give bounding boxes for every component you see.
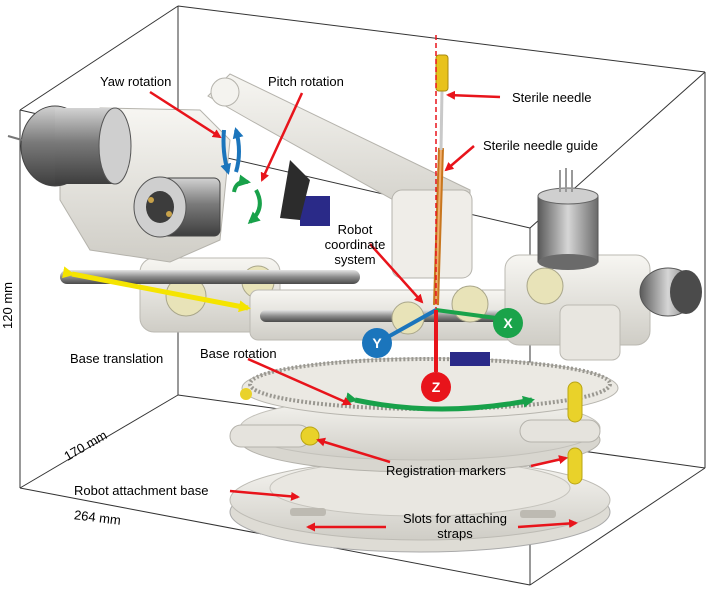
slots-for-attaching-straps-label: Slots for attaching straps — [402, 511, 508, 541]
pitch-motor — [133, 176, 221, 238]
base-rotation-arrow — [344, 392, 535, 412]
base-rotation-label: Base rotation — [200, 346, 277, 361]
base-translation-label: Base translation — [70, 351, 164, 366]
base-translation-arrow — [62, 266, 251, 313]
robot-attachment-base-label: Robot attachment base — [74, 483, 209, 498]
robot-attachment-base — [229, 459, 611, 553]
z-axis-badge: Z — [421, 372, 451, 402]
height-dimension-label: 120 mm — [0, 282, 15, 329]
yaw-rotation-arrow — [220, 127, 244, 175]
rotation-stage — [229, 357, 619, 473]
pitch-rotation-label: Pitch rotation — [268, 74, 344, 89]
robot-coordinate-system-label: Robot coordinate system — [324, 222, 386, 267]
registration-markers-label: Registration markers — [386, 463, 506, 478]
left-motor — [7, 105, 132, 187]
sterile-needle-label: Sterile needle — [512, 90, 592, 105]
x-axis-badge: X — [493, 308, 523, 338]
y-axis-badge: Y — [362, 328, 392, 358]
registration-markers — [240, 381, 583, 485]
sterile-needle-guide-label: Sterile needle guide — [483, 138, 598, 153]
coordinate-axes — [385, 308, 497, 372]
yaw-rotation-label: Yaw rotation — [100, 74, 172, 89]
pitch-rotation-arrow — [232, 174, 262, 224]
callout-arrows — [149, 90, 578, 532]
right-carriage — [504, 168, 702, 361]
needle-assembly — [433, 35, 449, 375]
